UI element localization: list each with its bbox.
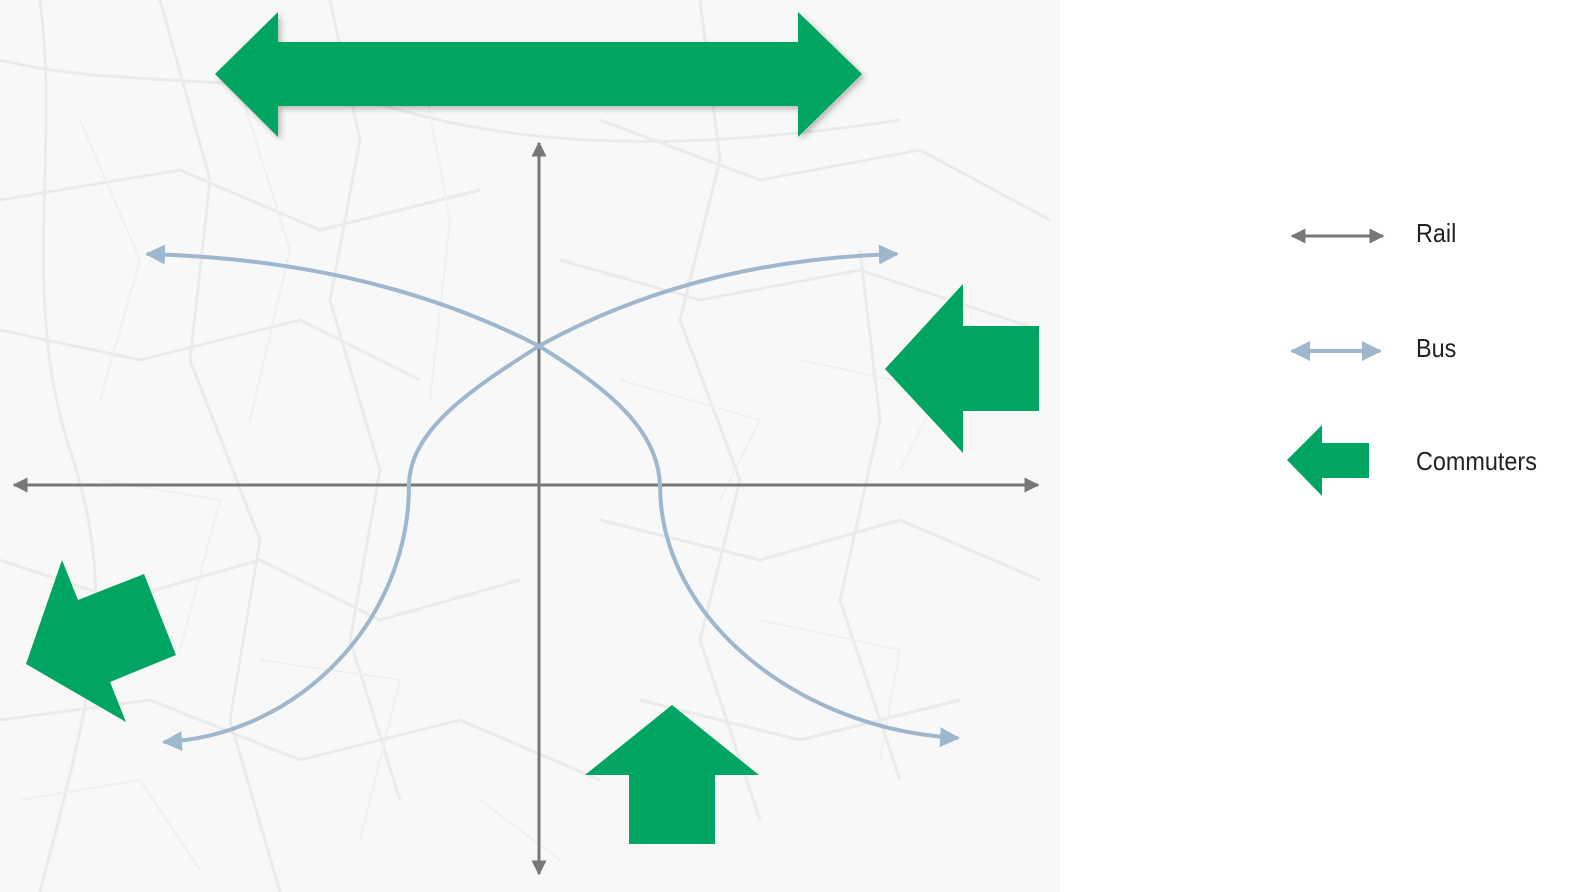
legend xyxy=(1287,228,1385,496)
block-arrow-icon xyxy=(585,705,759,844)
bus-route-b xyxy=(162,244,899,752)
map-background xyxy=(0,0,1051,892)
legend-label-commuters: Commuters xyxy=(1416,446,1537,476)
block-arrow-icon xyxy=(885,284,1039,453)
block-arrow-icon xyxy=(26,560,176,722)
legend-label-bus: Bus xyxy=(1416,333,1457,363)
legend-label-rail: Rail xyxy=(1416,218,1457,248)
bus-routes xyxy=(145,244,960,752)
double-arrow-icon xyxy=(215,12,862,137)
legend-commuters-swatch xyxy=(1287,425,1369,496)
commuter-flows xyxy=(26,12,1039,844)
